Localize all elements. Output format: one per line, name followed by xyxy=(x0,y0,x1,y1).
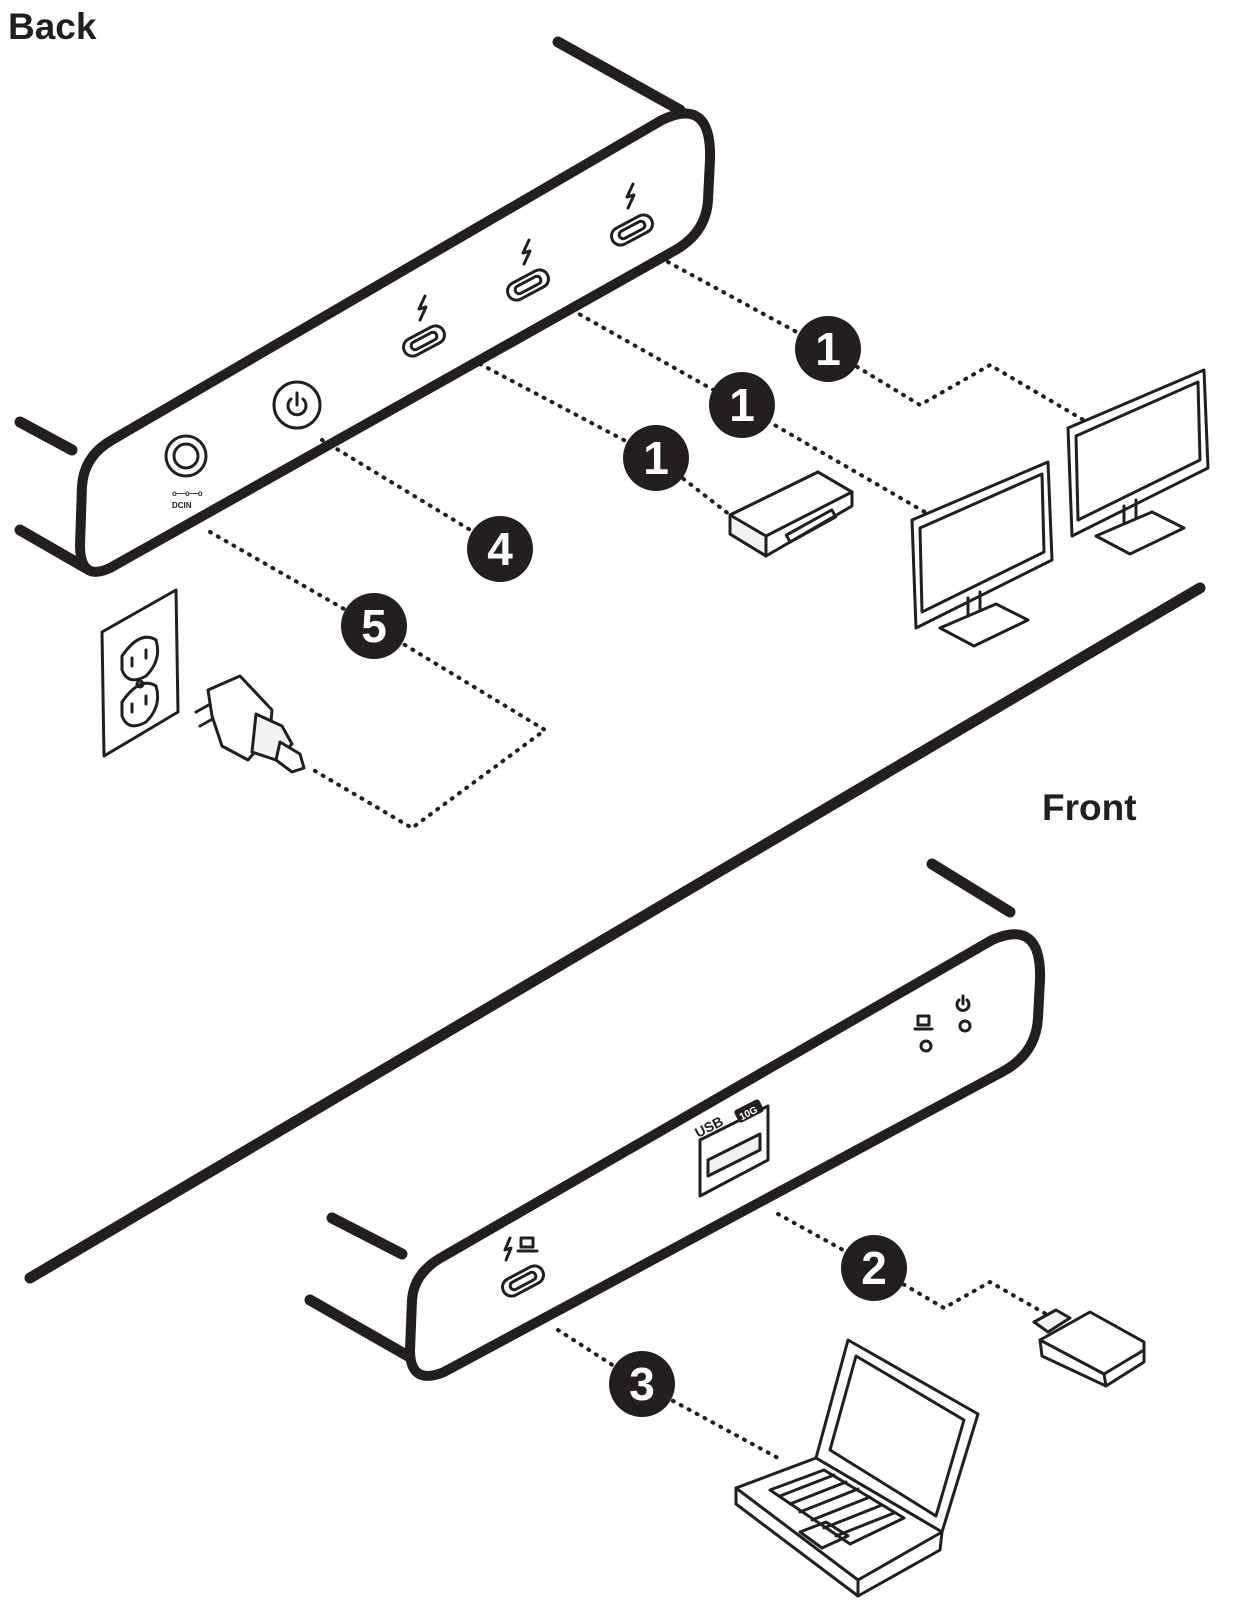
dock-back: o—o—o DCIN xyxy=(14,36,716,577)
callout-5-badge: 5 xyxy=(341,593,407,659)
monitor-1-icon xyxy=(910,460,1054,648)
thunderbolt-port-1-icon xyxy=(402,294,446,358)
back-view-label: Back xyxy=(8,6,97,47)
callout-1-badge: 1 xyxy=(795,316,861,382)
callout-3-badge: 3 xyxy=(609,1351,675,1417)
power-plug-icon xyxy=(194,674,306,774)
callout-1-badge: 1 xyxy=(623,425,689,491)
usb-speed-badge xyxy=(734,1099,764,1123)
thunderbolt-port-3-icon xyxy=(610,182,654,247)
svg-text:3: 3 xyxy=(629,1358,655,1410)
dc-power-port-icon: o—o—o DCIN xyxy=(164,434,208,510)
power-button-icon xyxy=(272,380,322,430)
callout-4-badge: 4 xyxy=(467,516,533,582)
callout-2-badge: 2 xyxy=(841,1235,907,1301)
svg-text:1: 1 xyxy=(643,432,669,484)
host-status-led-icon xyxy=(913,1014,934,1053)
thunderbolt-port-2-icon xyxy=(506,238,550,302)
svg-text:4: 4 xyxy=(487,523,513,575)
callout-1-badge: 1 xyxy=(709,372,775,438)
svg-text:1: 1 xyxy=(729,379,755,431)
front-view-label: Front xyxy=(1042,787,1137,828)
laptop-icon xyxy=(734,1338,980,1598)
dock-front: USB 10G xyxy=(304,858,1046,1381)
power-status-led-icon xyxy=(955,994,972,1033)
svg-text:o—o—o: o—o—o xyxy=(172,489,203,498)
usb-a-port-icon: USB 10G xyxy=(692,1099,770,1198)
svg-text:DCIN: DCIN xyxy=(172,501,192,510)
surface-divider-line xyxy=(24,582,1206,1284)
svg-text:1: 1 xyxy=(815,323,841,375)
monitor-2-icon xyxy=(1066,368,1210,556)
usb-flash-drive-icon xyxy=(1032,1308,1146,1388)
wall-outlet-icon xyxy=(100,588,180,758)
thunderbolt-host-port-icon xyxy=(501,1236,545,1298)
svg-text:2: 2 xyxy=(861,1242,887,1294)
svg-text:5: 5 xyxy=(361,600,387,652)
external-drive-icon xyxy=(728,470,854,558)
